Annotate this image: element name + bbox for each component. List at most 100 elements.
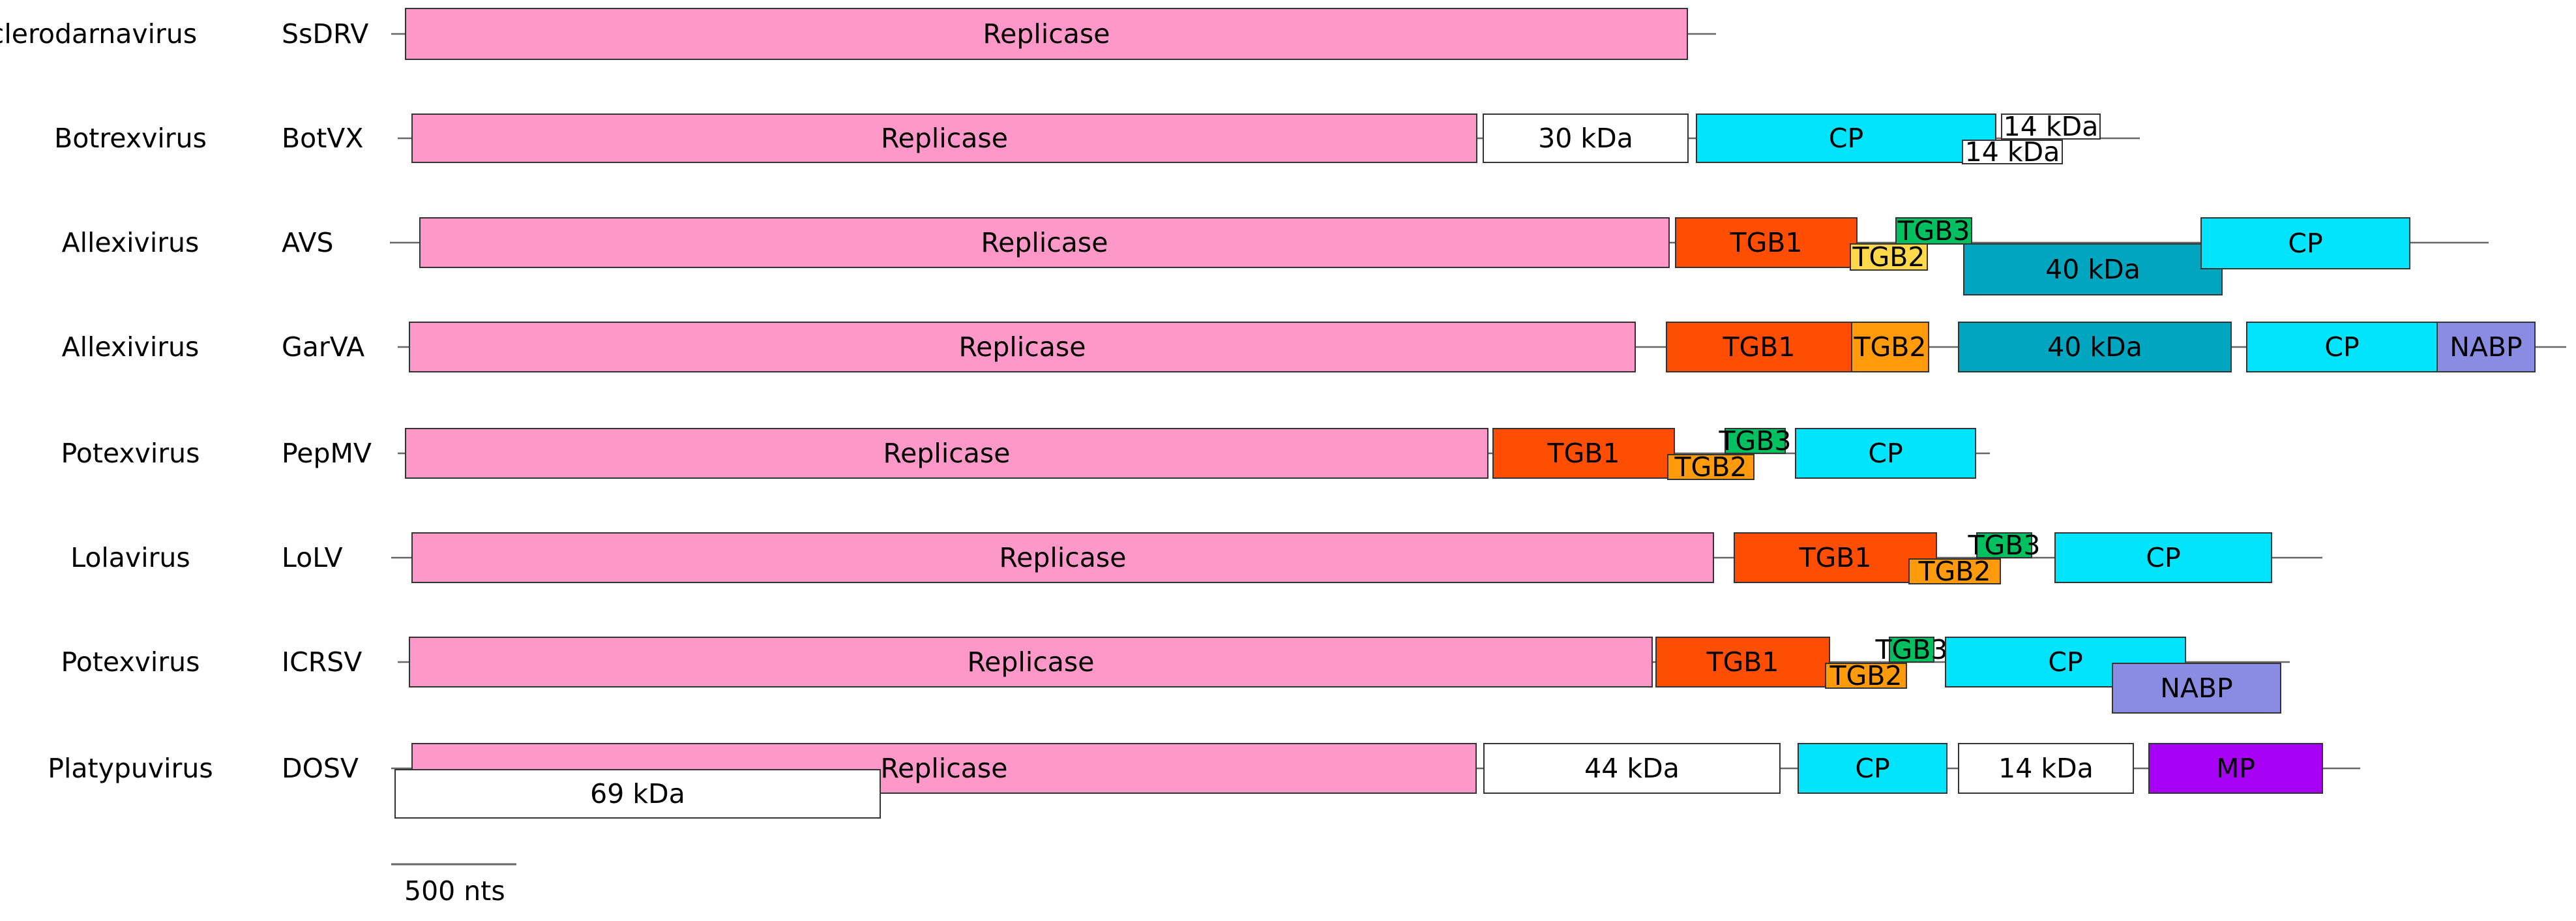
genome-row: Platypuvirus DOSV Replicase 69 kDa 44 kDa CP 1… bbox=[48, 743, 2360, 819]
gene-box bbox=[1795, 428, 1976, 479]
gene-box bbox=[405, 428, 1488, 479]
gene-box bbox=[1976, 532, 2032, 558]
gene-box bbox=[1825, 663, 1907, 689]
gene-box bbox=[1945, 637, 2186, 687]
gene-box bbox=[1798, 743, 1947, 794]
gene-label: Replicase bbox=[981, 227, 1108, 258]
gene-box bbox=[2436, 322, 2536, 372]
genome-row: Sclerodarnavirus SsDRV Replicase bbox=[0, 8, 1716, 60]
gene-box bbox=[1655, 637, 1830, 687]
gene-label: TGB2 bbox=[1674, 451, 1747, 483]
gene-box bbox=[1696, 113, 1996, 163]
gene-label: TGB1 bbox=[1547, 438, 1620, 469]
gene-box bbox=[1666, 322, 1852, 372]
gene-box bbox=[394, 769, 881, 819]
gene-box bbox=[409, 637, 1653, 687]
gene-box bbox=[1958, 743, 2134, 794]
gene-label: TGB1 bbox=[1706, 646, 1779, 678]
gene-label: CP bbox=[2048, 646, 2082, 678]
gene-label: CP bbox=[2288, 228, 2322, 259]
gene-box bbox=[1908, 558, 2001, 584]
gene-label: 40 kDa bbox=[2047, 331, 2142, 363]
gene-label: TGB1 bbox=[1722, 331, 1795, 363]
gene-label: CP bbox=[1829, 123, 1863, 154]
gene-label: CP bbox=[2146, 542, 2180, 573]
gene-label: 40 kDa bbox=[2045, 254, 2140, 285]
gene-label: TGB3 bbox=[1897, 215, 1970, 247]
gene-box bbox=[2246, 322, 2438, 372]
virus-label: ICRSV bbox=[282, 646, 362, 678]
virus-label: SsDRV bbox=[282, 18, 368, 50]
gene-label: 44 kDa bbox=[1584, 753, 1680, 784]
gene-label: TGB3 bbox=[1874, 634, 1947, 665]
scale-bar: 500 nts bbox=[391, 863, 516, 907]
gene-box bbox=[2200, 217, 2410, 269]
genus-label: Allexivirus bbox=[62, 227, 200, 258]
virus-label: AVS bbox=[282, 227, 334, 258]
virus-label: DOSV bbox=[282, 753, 359, 784]
gene-box bbox=[411, 113, 1477, 163]
genome-row: Allexivirus GarVA Replicase TGB1 TGB2 40 kDa C… bbox=[62, 322, 2566, 372]
gene-box bbox=[1667, 454, 1754, 480]
gene-box bbox=[2001, 113, 2101, 140]
gene-box bbox=[2112, 663, 2281, 714]
genus-label: Potexvirus bbox=[61, 438, 200, 469]
gene-label: CP bbox=[1868, 438, 1902, 469]
gene-label: TGB1 bbox=[1729, 227, 1802, 258]
gene-box bbox=[1492, 428, 1675, 479]
gene-label: 30 kDa bbox=[1538, 123, 1633, 154]
gene-label: Replicase bbox=[968, 646, 1095, 678]
gene-box bbox=[409, 322, 1636, 372]
virus-label: GarVA bbox=[282, 331, 364, 363]
virus-label: PepMV bbox=[282, 438, 372, 469]
gene-label: Replicase bbox=[999, 542, 1127, 573]
gene-box bbox=[405, 8, 1688, 60]
gene-label: TGB2 bbox=[1829, 660, 1902, 691]
gene-label: CP bbox=[2324, 331, 2359, 363]
gene-label: Replicase bbox=[983, 18, 1110, 50]
gene-box bbox=[1889, 637, 1934, 663]
gene-label: NABP bbox=[2450, 331, 2523, 363]
gene-box bbox=[2054, 532, 2272, 583]
gene-label: TGB3 bbox=[1718, 425, 1791, 457]
genus-label: Platypuvirus bbox=[48, 753, 213, 784]
gene-label: Replicase bbox=[881, 753, 1008, 784]
genus-label: Botrexvirus bbox=[54, 123, 207, 154]
gene-label: CP bbox=[1855, 753, 1889, 784]
gene-label: TGB1 bbox=[1798, 542, 1871, 573]
genus-label: Lolavirus bbox=[70, 542, 190, 573]
genus-label: Allexivirus bbox=[62, 331, 200, 363]
gene-label: TGB3 bbox=[1967, 530, 2040, 561]
gene-box bbox=[411, 532, 1714, 583]
gene-box bbox=[1850, 243, 1928, 271]
gene-box bbox=[1725, 428, 1786, 454]
gene-label: Replicase bbox=[883, 438, 1011, 469]
virus-label: LoLV bbox=[282, 542, 343, 573]
gene-box bbox=[1675, 217, 1858, 268]
gene-label: Replicase bbox=[881, 123, 1008, 154]
genus-label: Potexvirus bbox=[61, 646, 200, 678]
gene-box bbox=[2148, 743, 2323, 794]
gene-label: MP bbox=[2216, 753, 2255, 784]
gene-box bbox=[1851, 322, 1929, 372]
gene-box bbox=[1483, 113, 1689, 163]
gene-label: Replicase bbox=[959, 331, 1086, 363]
gene-label: 14 kDa bbox=[2004, 111, 2099, 142]
virus-label: BotVX bbox=[282, 123, 363, 154]
gene-box bbox=[1734, 532, 1937, 583]
gene-label: TGB2 bbox=[1853, 331, 1926, 363]
gene-box bbox=[1963, 243, 2223, 295]
gene-label: TGB2 bbox=[1917, 556, 1991, 587]
gene-label: NABP bbox=[2160, 672, 2233, 704]
gene-label: 14 kDa bbox=[1998, 753, 2094, 784]
gene-box bbox=[419, 217, 1670, 268]
gene-label: 69 kDa bbox=[590, 778, 685, 809]
genus-label: Sclerodarnavirus bbox=[0, 18, 197, 50]
gene-box bbox=[1958, 322, 2232, 372]
